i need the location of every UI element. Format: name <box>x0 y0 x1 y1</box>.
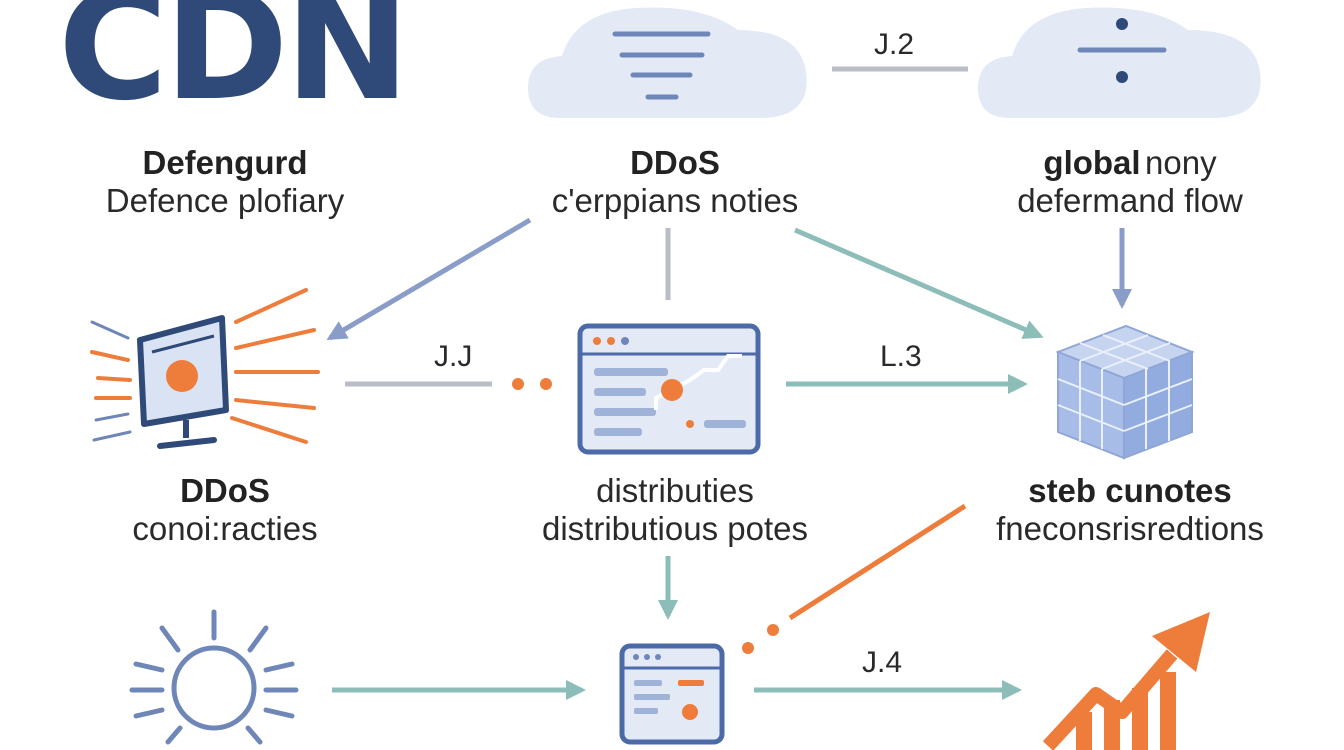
label-defengurd: Defengurd Defence plofiary <box>60 144 390 220</box>
node-subtitle: distributious potes <box>542 509 808 547</box>
node-subtitle: c'erppians noties <box>551 181 799 219</box>
edge-label-j2: J.2 <box>874 28 915 61</box>
node-title-rest: nony <box>1145 144 1217 181</box>
monitor-attack-icon <box>90 288 320 449</box>
node-subtitle: defermand flow <box>1017 181 1243 219</box>
sun-icon <box>129 609 299 745</box>
node-title: steb cunotes <box>1028 472 1232 509</box>
browser-small-icon <box>619 643 725 745</box>
label-distributies: distributies distributious potes <box>490 472 860 548</box>
edge-label-j4: J.4 <box>862 646 903 679</box>
node-subtitle: conoi:racties <box>132 509 318 547</box>
growth-chart-icon <box>1042 612 1210 750</box>
cloud-filter-icon <box>528 7 807 118</box>
node-title: Defengurd <box>142 144 308 181</box>
label-steb: steb cunotes fneconsrisredtions <box>960 472 1300 548</box>
edge-label-l3: L.3 <box>880 340 922 373</box>
label-ddos-mid: DDoS conoi:racties <box>80 472 370 548</box>
label-ddos-top: DDoS c'erppians noties <box>510 144 840 220</box>
node-title: global <box>1043 144 1141 181</box>
node-title: DDoS <box>630 144 720 181</box>
node-subtitle: fneconsrisredtions <box>996 509 1264 547</box>
page-title: CDN <box>58 0 410 134</box>
browser-chart-icon <box>577 323 761 455</box>
label-global: global nony defermand flow <box>960 144 1300 220</box>
node-title: distributies <box>596 472 754 509</box>
cube-stack-icon <box>1055 324 1195 460</box>
node-title: DDoS <box>180 472 270 509</box>
edge-label-j1: J.J <box>434 340 473 373</box>
arrow-to-cube <box>794 227 1044 339</box>
node-subtitle: Defence plofiary <box>105 181 345 219</box>
cloud-divide-icon <box>978 7 1261 118</box>
arrow-to-monitor <box>326 217 532 341</box>
orange-connector <box>788 503 967 621</box>
